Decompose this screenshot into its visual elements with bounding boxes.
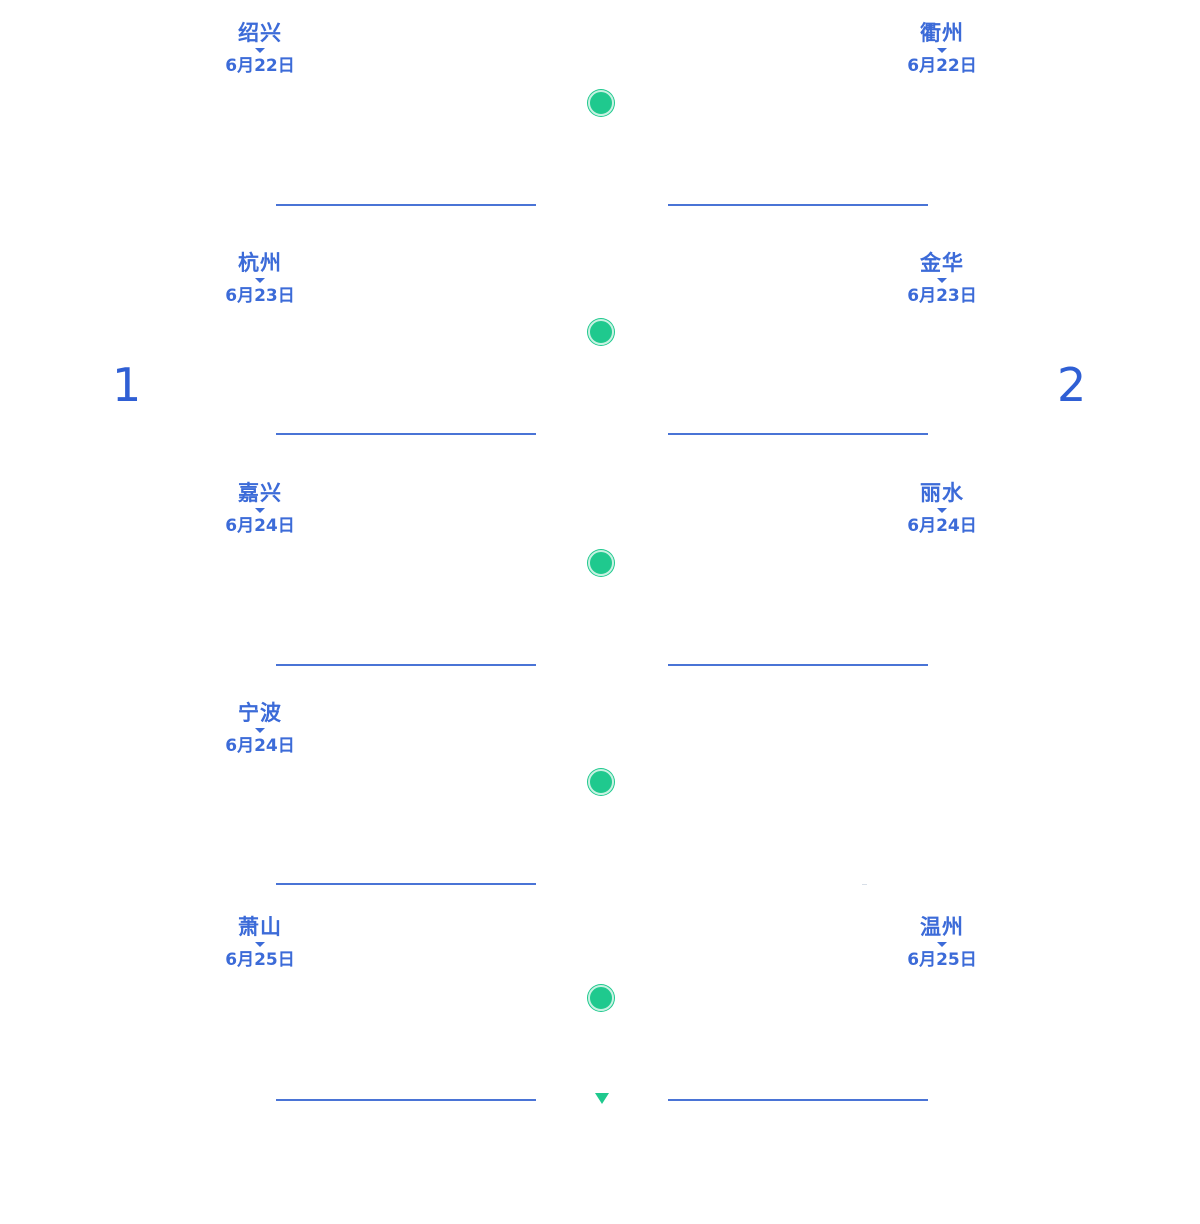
left-stop-hangzhou: 杭州 6月23日 [200, 250, 320, 306]
stop-date: 6月22日 [907, 56, 977, 76]
separator-line [276, 664, 536, 666]
right-stop-jinhua: 金华 6月23日 [882, 250, 1002, 306]
caret-down-icon [937, 48, 947, 53]
timeline-dot [588, 319, 614, 345]
stop-city: 温州 [920, 915, 964, 939]
stop-date: 6月22日 [225, 56, 295, 76]
caret-down-icon [255, 508, 265, 513]
separator-line [668, 433, 928, 435]
separator-line [668, 204, 928, 206]
separator-line [668, 1099, 928, 1101]
route-number-2: 2 [1057, 358, 1087, 412]
left-stop-xiaoshan: 萧山 6月25日 [200, 914, 320, 970]
separator-line [276, 433, 536, 435]
separator-line [276, 204, 536, 206]
right-stop-quzhou: 衢州 6月22日 [882, 20, 1002, 76]
separator-line [276, 883, 536, 885]
stop-city: 金华 [920, 251, 964, 275]
stop-date: 6月23日 [907, 286, 977, 306]
stop-city: 萧山 [238, 915, 282, 939]
caret-down-icon [937, 508, 947, 513]
timeline-dot [588, 90, 614, 116]
caret-down-icon [255, 942, 265, 947]
caret-down-icon [255, 728, 265, 733]
stop-date: 6月24日 [225, 516, 295, 536]
timeline-dot [588, 550, 614, 576]
timeline-end-arrow-icon [595, 1093, 609, 1104]
stop-city: 嘉兴 [238, 481, 282, 505]
left-stop-ningbo: 宁波 6月24日 [200, 700, 320, 756]
faint-mark [862, 884, 867, 885]
caret-down-icon [937, 278, 947, 283]
stop-date: 6月24日 [907, 516, 977, 536]
stop-city: 丽水 [920, 481, 964, 505]
stop-city: 杭州 [238, 251, 282, 275]
timeline-dot [588, 985, 614, 1011]
caret-down-icon [937, 942, 947, 947]
separator-line [668, 664, 928, 666]
stop-date: 6月25日 [907, 950, 977, 970]
timeline-dot [588, 769, 614, 795]
route-number-1: 1 [112, 358, 142, 412]
left-stop-shaoxing: 绍兴 6月22日 [200, 20, 320, 76]
stop-date: 6月23日 [225, 286, 295, 306]
stop-date: 6月24日 [225, 736, 295, 756]
right-stop-lishui: 丽水 6月24日 [882, 480, 1002, 536]
stop-date: 6月25日 [225, 950, 295, 970]
caret-down-icon [255, 48, 265, 53]
caret-down-icon [255, 278, 265, 283]
separator-line [276, 1099, 536, 1101]
stop-city: 衢州 [920, 21, 964, 45]
left-stop-jiaxing: 嘉兴 6月24日 [200, 480, 320, 536]
right-stop-wenzhou: 温州 6月25日 [882, 914, 1002, 970]
stop-city: 绍兴 [238, 21, 282, 45]
stop-city: 宁波 [238, 701, 282, 725]
